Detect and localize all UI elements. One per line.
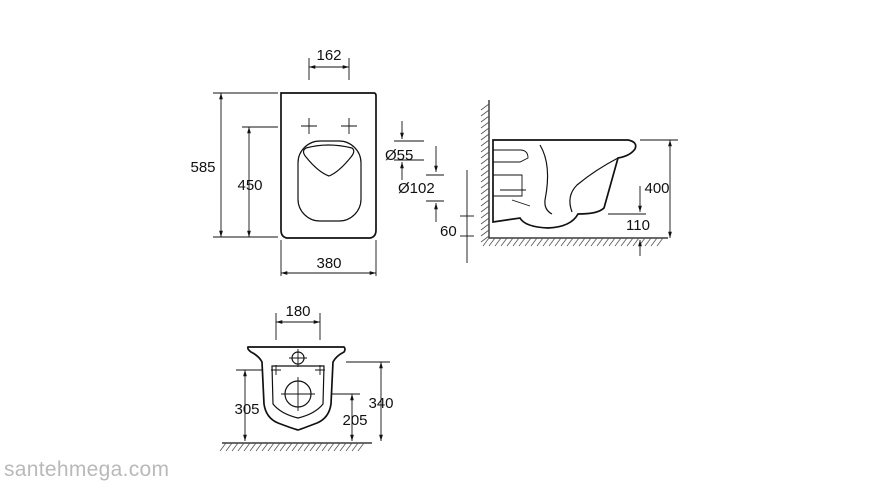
hatch-line xyxy=(231,442,239,452)
watermark-text: santehmega.com xyxy=(4,458,170,481)
hatch-line xyxy=(255,442,263,452)
hatch-line xyxy=(614,237,622,247)
hatch-line xyxy=(578,237,586,247)
hatch-line xyxy=(261,442,269,452)
hatch-line xyxy=(644,237,652,247)
hatch-line xyxy=(480,133,490,141)
hatch-line xyxy=(219,442,227,452)
hatch-line xyxy=(243,442,251,452)
dim-60: 60 xyxy=(440,223,457,240)
top-view: 162 585 450 380 Ø55 Ø102 60 xyxy=(190,47,474,276)
dim-162: 162 xyxy=(316,47,341,64)
hatch-line xyxy=(626,237,634,247)
hatch-line xyxy=(237,442,245,452)
hatch-line xyxy=(572,237,580,247)
hatch-line xyxy=(480,217,490,225)
hatch-line xyxy=(327,442,335,452)
hatch-line xyxy=(488,237,496,247)
hatch-line xyxy=(480,187,490,195)
dim-450: 450 xyxy=(237,177,262,194)
dim-205: 205 xyxy=(342,412,367,429)
hatch-line xyxy=(482,237,490,247)
dim-180: 180 xyxy=(285,303,310,320)
hatch-line xyxy=(620,237,628,247)
hatch-line xyxy=(480,193,490,201)
back-view: 180 305 340 205 xyxy=(219,303,394,452)
hatch-line xyxy=(566,237,574,247)
hatch-line xyxy=(480,163,490,171)
hatch-line xyxy=(303,442,311,452)
dim-340: 340 xyxy=(368,395,393,412)
hatch-line xyxy=(494,237,502,247)
hatch-line xyxy=(480,103,490,111)
hatch-line xyxy=(345,442,353,452)
hatch-line xyxy=(480,145,490,153)
hatch-line xyxy=(584,237,592,247)
hatch-line xyxy=(249,442,257,452)
hatch-line xyxy=(548,237,556,247)
hatch-line xyxy=(480,235,490,243)
hatch-line xyxy=(602,237,610,247)
dim-110: 110 xyxy=(626,217,650,234)
hatch-line xyxy=(480,211,490,219)
hatch-line xyxy=(524,237,532,247)
hatch-line xyxy=(333,442,341,452)
hatch-line xyxy=(480,109,490,117)
hatch-line xyxy=(291,442,299,452)
hatch-line xyxy=(267,442,275,452)
hatch-line xyxy=(357,442,365,452)
dim-305: 305 xyxy=(234,401,259,418)
hatch-line xyxy=(480,175,490,183)
dim-d102: Ø102 xyxy=(398,180,435,197)
dim-585: 585 xyxy=(190,159,215,176)
hatch-line xyxy=(315,442,323,452)
hatch-line xyxy=(512,237,520,247)
hatch-line xyxy=(596,237,604,247)
hatch-line xyxy=(480,205,490,213)
hatch-line xyxy=(279,442,287,452)
hatch-line xyxy=(590,237,598,247)
hatch-line xyxy=(480,229,490,237)
hatch-line xyxy=(480,115,490,123)
hatch-line xyxy=(554,237,562,247)
hatch-line xyxy=(650,237,658,247)
hatch-line xyxy=(480,127,490,135)
hatch-line xyxy=(480,223,490,231)
hatch-line xyxy=(530,237,538,247)
hatch-line xyxy=(500,237,508,247)
hatch-line xyxy=(480,151,490,159)
dim-400: 400 xyxy=(644,180,669,197)
dim-380: 380 xyxy=(316,255,341,272)
hatch-line xyxy=(273,442,281,452)
hatch-line xyxy=(339,442,347,452)
hatch-line xyxy=(536,237,544,247)
hatch-line xyxy=(480,169,490,177)
hatch-line xyxy=(297,442,305,452)
hatch-line xyxy=(285,442,293,452)
hatch-line xyxy=(351,442,359,452)
hatch-line xyxy=(608,237,616,247)
hatch-line xyxy=(480,181,490,189)
side-view: 400 110 xyxy=(480,100,678,256)
hatch-line xyxy=(542,237,550,247)
hatch-line xyxy=(632,237,640,247)
hatch-line xyxy=(480,157,490,165)
hatch-line xyxy=(656,237,664,247)
hatch-line xyxy=(560,237,568,247)
hatch-line xyxy=(225,442,233,452)
dim-d55: Ø55 xyxy=(385,147,413,164)
hatch-line xyxy=(506,237,514,247)
hatch-line xyxy=(480,121,490,129)
hatch-line xyxy=(480,199,490,207)
hatch-line xyxy=(518,237,526,247)
hatch-line xyxy=(309,442,317,452)
hatch-line xyxy=(321,442,329,452)
hatch-line xyxy=(480,139,490,147)
